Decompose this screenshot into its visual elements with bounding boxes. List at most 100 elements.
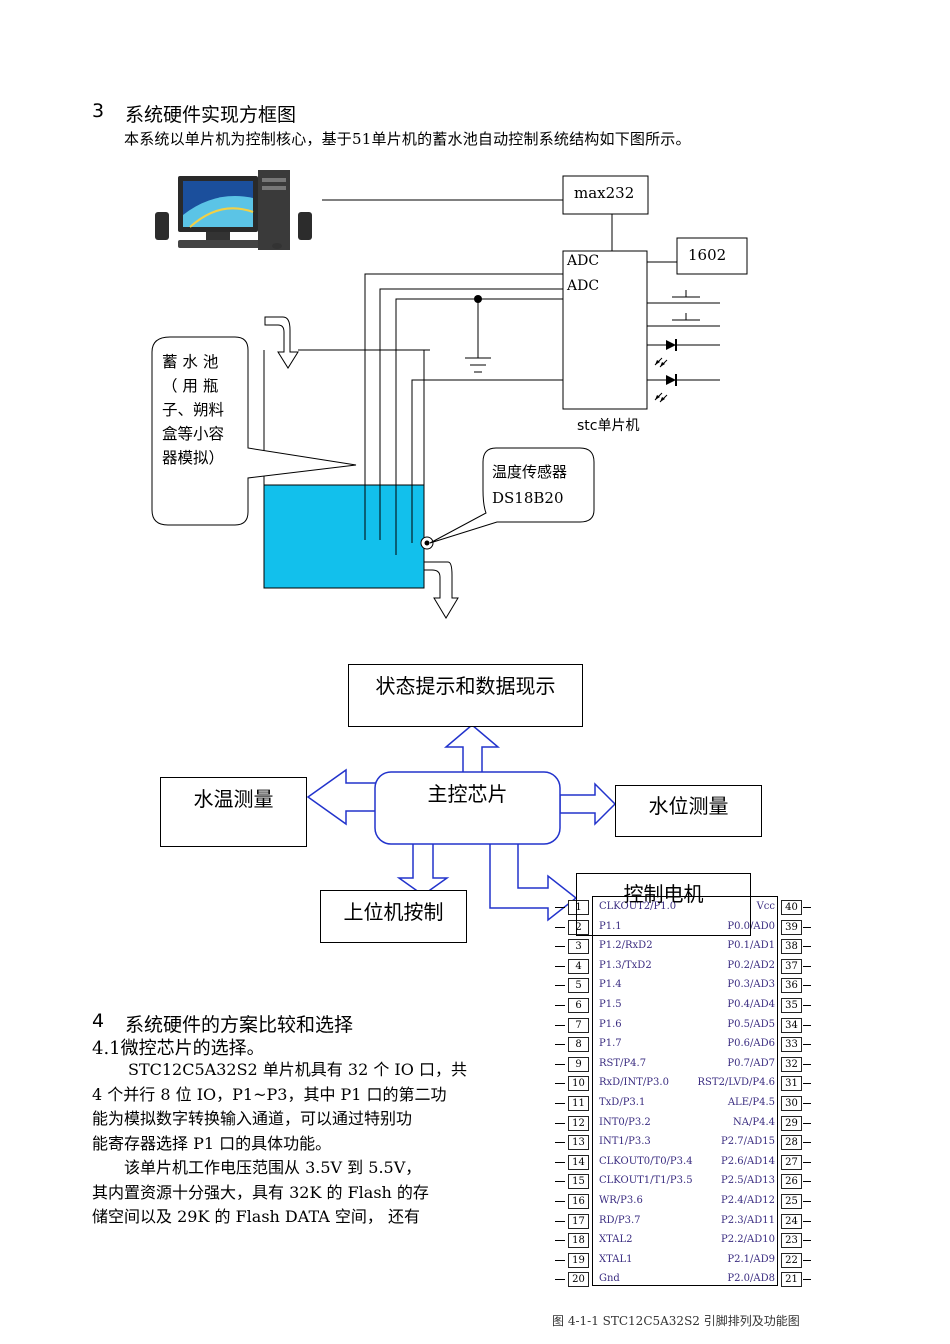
pin-lead bbox=[803, 965, 811, 967]
sensor-callout-text: 温度传感器 DS18B20 bbox=[492, 459, 567, 511]
section4-title: 系统硬件的方案比较和选择 bbox=[125, 1014, 354, 1036]
para-line: 能寄存器选择 P1 口的具体功能。 bbox=[92, 1133, 332, 1153]
system-wiring-diagram bbox=[151, 170, 748, 619]
pin-label-right: P2.7/AD15 bbox=[721, 1136, 775, 1148]
pin-number-left: 14 bbox=[568, 1154, 589, 1170]
pin-number-right: 38 bbox=[781, 939, 802, 955]
max232-label: max232 bbox=[574, 184, 635, 202]
para-line: STC12C5A32S2 单片机具有 32 个 IO 口，共 bbox=[128, 1060, 467, 1079]
pin-number-left: 13 bbox=[568, 1135, 589, 1151]
pin-number-left: 11 bbox=[568, 1096, 589, 1111]
pin-number-right: 29 bbox=[781, 1115, 802, 1131]
pin-label-right: P0.1/AD1 bbox=[727, 940, 775, 952]
pin-number-left: 15 bbox=[568, 1174, 589, 1190]
pin-label-right: P0.6/AD6 bbox=[727, 1038, 775, 1050]
para-line: 4 个并行 8 位 IO，P1~P3，其中 P1 口的第二功 bbox=[92, 1084, 447, 1104]
mcu-box bbox=[562, 250, 648, 410]
pin-lead bbox=[803, 946, 811, 948]
pin-number-right: 34 bbox=[781, 1017, 802, 1033]
pin-number-right: 23 bbox=[781, 1233, 802, 1249]
pin-label-right: P0.4/AD4 bbox=[727, 999, 775, 1010]
pin-number-right: 25 bbox=[781, 1194, 802, 1209]
max232-box bbox=[562, 175, 649, 215]
pin-label-right: P2.1/AD9 bbox=[727, 1253, 775, 1265]
pin-number-left: 19 bbox=[568, 1252, 589, 1268]
pin-label-right: P0.0/AD0 bbox=[727, 920, 775, 932]
water-level-label: 水位测量 bbox=[648, 794, 729, 818]
pin-lead bbox=[555, 965, 565, 967]
pinout-caption: 图 4-1-1 STC12C5A32S2 引脚排列及功能图 bbox=[552, 1314, 800, 1328]
status-box bbox=[348, 664, 583, 727]
para-line: 储空间以及 29K 的 Flash DATA 空间， 还有 bbox=[92, 1207, 420, 1226]
pin-lead bbox=[555, 1279, 565, 1281]
pin-lead bbox=[555, 1083, 565, 1085]
pin-label-left: CLKOUT1/T1/P3.5 bbox=[599, 1175, 693, 1187]
pin-label-right: P2.4/AD12 bbox=[721, 1195, 775, 1206]
pin-label-right: P2.0/AD8 bbox=[727, 1273, 775, 1285]
pin-lead bbox=[555, 1142, 565, 1144]
pin-lead bbox=[555, 946, 565, 948]
pin-number-right: 33 bbox=[781, 1037, 802, 1053]
pin-number-left: 4 bbox=[568, 958, 589, 974]
pin-number-left: 1 bbox=[568, 900, 589, 915]
pin-label-right: P0.5/AD5 bbox=[727, 1018, 775, 1030]
section3-intro: 本系统以单片机为控制核心，基于51单片机的蓄水池自动控制系统结构如下图所示。 bbox=[124, 130, 691, 148]
pin-number-right: 32 bbox=[781, 1056, 802, 1072]
pin-lead bbox=[803, 1161, 811, 1163]
pin-label-left: RST/P4.7 bbox=[599, 1057, 647, 1069]
pin-number-left: 16 bbox=[568, 1194, 589, 1209]
pin-number-left: 2 bbox=[568, 919, 589, 935]
main-chip-box bbox=[374, 771, 561, 845]
pin-lead bbox=[803, 1044, 811, 1046]
pin-label-left: P1.6 bbox=[599, 1018, 622, 1030]
pin-lead bbox=[555, 1122, 565, 1124]
pin-label-left: P1.4 bbox=[599, 979, 622, 991]
pin-label-right: P0.7/AD7 bbox=[727, 1057, 775, 1069]
sensor-callout-bubble bbox=[429, 447, 595, 544]
para-line: 该单片机工作电压范围从 3.5V 到 5.5V， bbox=[124, 1158, 422, 1177]
pin-label-right: P2.5/AD13 bbox=[721, 1175, 775, 1187]
pin-lead bbox=[555, 1220, 565, 1222]
pin-number-right: 22 bbox=[781, 1252, 802, 1268]
pin-number-right: 35 bbox=[781, 998, 802, 1013]
tank-callout-line: （ 用 瓶 bbox=[162, 377, 219, 395]
section3-number: 3 bbox=[92, 100, 105, 122]
section4-number: 4 bbox=[92, 1010, 105, 1032]
pin-lead bbox=[555, 1005, 565, 1006]
pin-lead bbox=[803, 907, 811, 908]
lcd-1602-label: 1602 bbox=[688, 246, 727, 264]
pin-label-left: P1.5 bbox=[599, 999, 622, 1010]
para-line: 其内置资源十分强大，具有 32K 的 Flash 的存 bbox=[92, 1182, 429, 1202]
pin-lead bbox=[555, 1024, 565, 1026]
pin-lead bbox=[555, 926, 565, 928]
pin-label-left: WR/P3.6 bbox=[599, 1195, 643, 1206]
block-diagram bbox=[306, 724, 617, 922]
pin-lead bbox=[803, 1181, 811, 1183]
pin-number-right: 36 bbox=[781, 978, 802, 994]
pin-label-left: RD/P3.7 bbox=[599, 1214, 641, 1226]
pin-label-left: XTAL1 bbox=[599, 1253, 633, 1265]
pin-label-left: Gnd bbox=[599, 1273, 620, 1285]
water-temp-box bbox=[160, 777, 307, 847]
pin-lead bbox=[803, 985, 811, 987]
adc-label-2: ADC bbox=[567, 278, 600, 294]
tank-callout-line: 子、朔料 bbox=[162, 401, 225, 419]
pin-number-right: 39 bbox=[781, 919, 802, 935]
pin-label-left: P1.1 bbox=[599, 920, 622, 932]
mcu-label: stc单片机 bbox=[577, 418, 640, 434]
pin-lead bbox=[803, 1220, 811, 1222]
sensor-callout-line: 温度传感器 bbox=[492, 463, 568, 481]
pin-number-left: 18 bbox=[568, 1233, 589, 1249]
host-control-label: 上位机按制 bbox=[343, 900, 444, 924]
pin-lead bbox=[555, 907, 565, 908]
pin-lead bbox=[555, 1103, 565, 1104]
pin-label-right: ALE/P4.5 bbox=[727, 1097, 775, 1108]
pin-label-left: RxD/INT/P3.0 bbox=[599, 1077, 669, 1089]
pin-lead bbox=[803, 1024, 811, 1026]
pin-lead bbox=[555, 1044, 565, 1046]
pin-number-right: 40 bbox=[781, 900, 802, 915]
pin-number-left: 20 bbox=[568, 1272, 589, 1288]
pin-lead bbox=[803, 1083, 811, 1085]
water-level-box bbox=[615, 785, 762, 837]
pin-label-left: P1.7 bbox=[599, 1038, 622, 1050]
